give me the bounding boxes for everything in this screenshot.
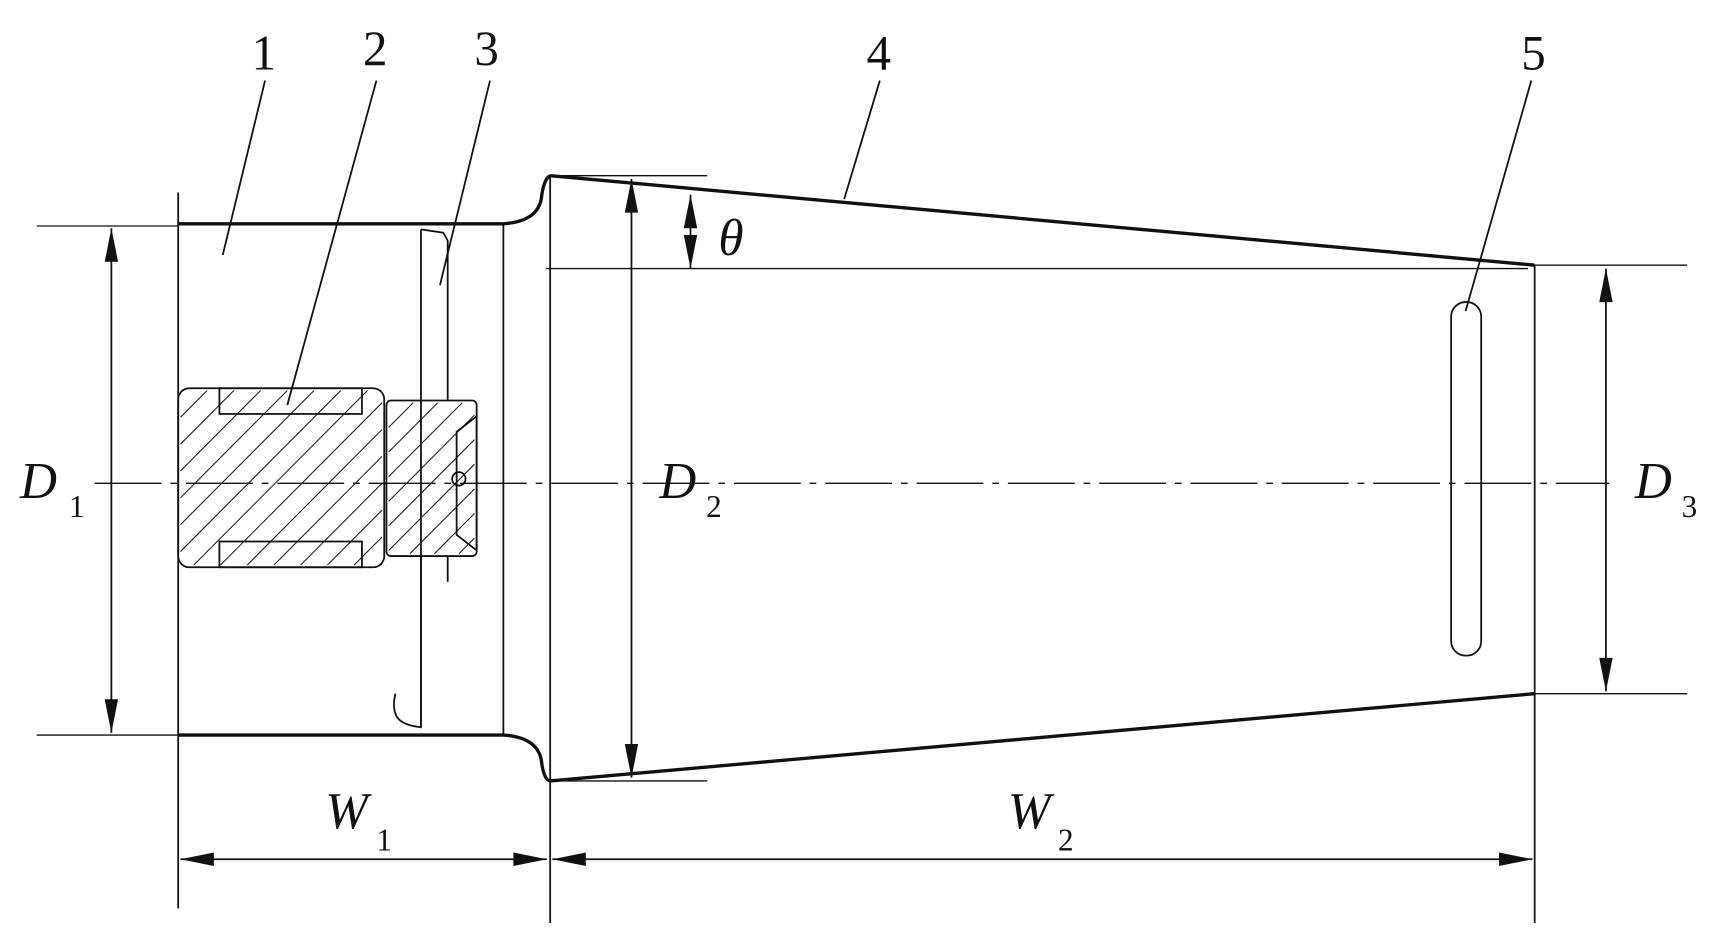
hatch-line	[388, 402, 439, 453]
w1-dimension-arrowhead	[180, 852, 214, 866]
w2-subscript: 2	[1058, 822, 1074, 857]
hatch-line	[300, 482, 383, 566]
hatch-line	[388, 439, 475, 527]
part-label-4: 4	[866, 25, 891, 80]
hatch-line	[388, 402, 463, 478]
d1-label: D	[19, 453, 57, 510]
hatch-line	[409, 488, 475, 555]
w1-dimension-arrowhead	[513, 852, 547, 866]
hatching	[180, 390, 475, 566]
d1-dimension-arrowhead	[104, 699, 119, 733]
w1-label: W	[325, 783, 372, 840]
d1-dimension-arrowhead	[104, 228, 119, 262]
d1-subscript: 1	[69, 489, 85, 524]
d2-label: D	[658, 453, 696, 510]
part-4-cone	[549, 173, 1536, 924]
hatch-line	[246, 429, 383, 566]
leader-lines	[221, 80, 1533, 406]
hatch-line	[193, 390, 368, 566]
hatch-line	[353, 536, 383, 566]
part-label-2: 2	[363, 21, 388, 76]
w1-subscript: 1	[376, 822, 392, 857]
theta-dimension-arrowhead	[683, 234, 698, 269]
bearing-nut	[385, 399, 478, 557]
dimension-arrows	[104, 179, 1613, 866]
part-5-slot	[1450, 301, 1483, 657]
angle-theta-label: θ	[718, 210, 743, 267]
d3-label: D	[1634, 453, 1672, 510]
d2-dimension-arrowhead	[624, 179, 639, 213]
hatch-line	[180, 390, 208, 418]
w2-label: W	[1008, 783, 1055, 840]
part-1-cylinder	[177, 174, 552, 909]
part-label-3: 3	[474, 21, 499, 76]
hatch-line	[180, 390, 288, 499]
d2-subscript: 2	[706, 489, 722, 524]
hatch-line	[458, 537, 475, 555]
part-2-bearing	[177, 387, 386, 569]
part-label-1: 1	[252, 25, 277, 80]
hatch-line	[433, 513, 475, 555]
w2-dimension-arrowhead	[1499, 852, 1533, 866]
hatch-line	[273, 456, 383, 566]
hatch-line	[220, 402, 383, 566]
d3-dimension-arrowhead	[1599, 268, 1613, 303]
theta-dimension-arrowhead	[683, 194, 698, 229]
d3-dimension-arrowhead	[1599, 657, 1613, 692]
hatch-line	[180, 390, 235, 445]
hatch-line	[180, 390, 261, 472]
part-3-ring	[393, 228, 449, 729]
hatch-line	[388, 463, 475, 551]
hatch-line	[327, 509, 383, 566]
w2-dimension-arrowhead	[552, 852, 586, 866]
part-label-5: 5	[1521, 25, 1546, 80]
hatch-line	[388, 402, 414, 428]
d3-subscript: 3	[1682, 489, 1698, 524]
hatch-line	[180, 390, 342, 552]
d2-dimension-arrowhead	[624, 744, 639, 778]
hatch-line	[180, 390, 315, 526]
